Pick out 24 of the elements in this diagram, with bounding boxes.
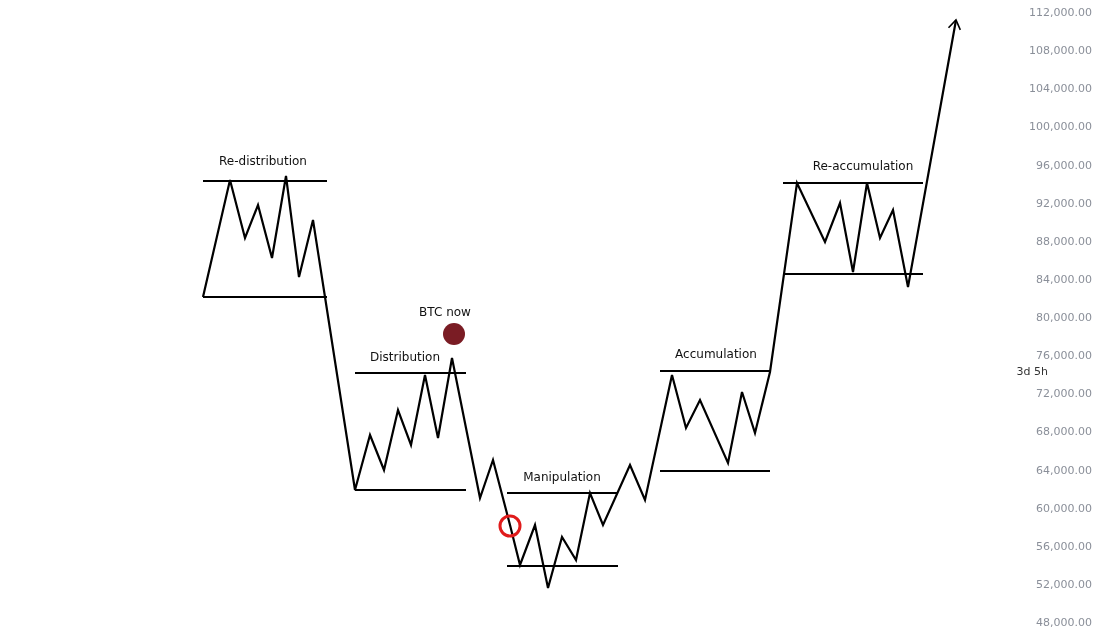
phase-label: Re-accumulation: [812, 159, 914, 173]
price-tick-label: 60,000.00: [1036, 501, 1092, 515]
phase-label: Re-distribution: [219, 154, 307, 168]
phase-label: Distribution: [370, 350, 440, 364]
price-tick-label: 76,000.00: [1036, 348, 1092, 362]
price-tick-label: 68,000.00: [1036, 424, 1092, 438]
price-tick-label: 108,000.00: [1029, 43, 1092, 57]
countdown-label: 3d 5h: [1016, 364, 1048, 378]
price-tick-label: 84,000.00: [1036, 272, 1092, 286]
price-tick-label: 104,000.00: [1029, 81, 1092, 95]
price-tick-label: 80,000.00: [1036, 310, 1092, 324]
price-tick-label: 56,000.00: [1036, 539, 1092, 553]
price-tick-label: 92,000.00: [1036, 196, 1092, 210]
phase-label: Accumulation: [675, 347, 757, 361]
price-tick-label: 52,000.00: [1036, 577, 1092, 591]
price-tick-label: 112,000.00: [1029, 5, 1092, 19]
price-tick-label: 100,000.00: [1029, 119, 1092, 133]
price-tick-label: 72,000.00: [1036, 386, 1092, 400]
price-tick-label: 96,000.00: [1036, 158, 1092, 171]
price-tick-label: 88,000.00: [1036, 234, 1092, 248]
phase-label: Manipulation: [523, 470, 601, 484]
price-tick-label: 48,000.00: [1036, 615, 1092, 629]
price-tick-label: 64,000.00: [1036, 463, 1092, 476]
phase-label: BTC now: [419, 305, 471, 319]
